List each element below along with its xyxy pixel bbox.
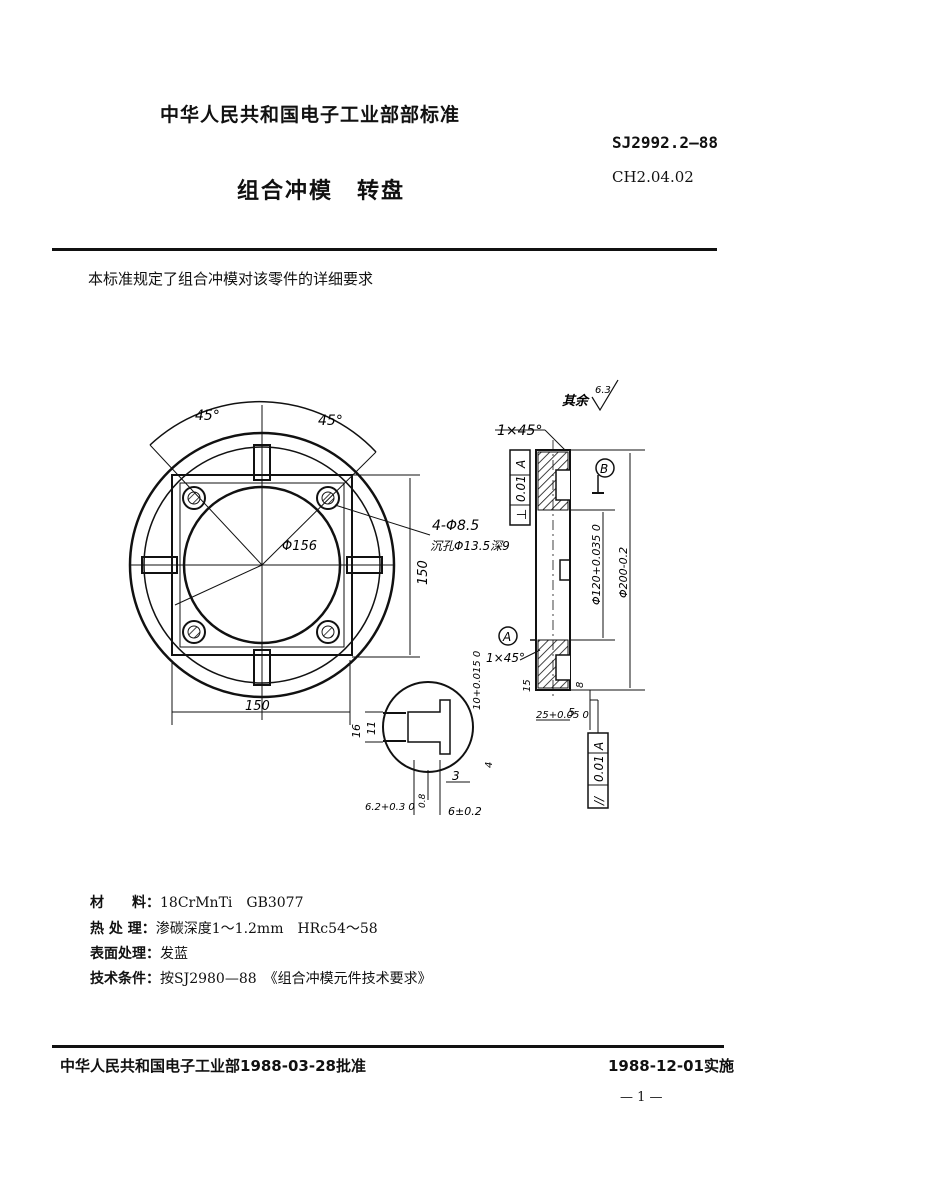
dim-6-2-label: 6.2+0.3 0 xyxy=(365,802,415,813)
spec-surface-label: 表面处理： xyxy=(90,946,160,962)
dim-6-label: 6±0.2 xyxy=(448,805,482,818)
tolerance-frame-parallel: A 0.01 // xyxy=(587,732,609,809)
tol-perp-symbol: ⊥ xyxy=(515,509,530,520)
dim-3-label: 3 xyxy=(452,769,460,783)
spec-tech-label: 技术条件： xyxy=(90,971,160,987)
tol-par-value: 0.01 xyxy=(592,755,606,782)
effective-date: 1988-12-01实施 xyxy=(608,1057,734,1075)
mount-hole-2 xyxy=(316,486,340,510)
height-dim-label: 150 xyxy=(416,560,431,585)
dim-8-label: 8 xyxy=(575,682,586,688)
angle-left-label: 45° xyxy=(195,408,220,424)
spec-surface-treatment: 表面处理：发蓝 xyxy=(90,943,188,963)
mount-hole-1 xyxy=(182,486,206,510)
spec-heat-label: 热 处 理： xyxy=(90,921,156,937)
dim-0-8-label: 0.8 xyxy=(418,793,428,808)
technical-drawing: 45° 45° 4-Φ8.5 沉孔Φ13.5深9 Φ156 150 150 其余… xyxy=(128,379,645,818)
classification-code: CH2.04.02 xyxy=(612,168,694,186)
chamfer-bottom-label: 1×45° xyxy=(486,651,525,665)
datum-b-label: B xyxy=(600,462,608,476)
top-rule xyxy=(52,248,717,251)
section-view xyxy=(495,429,645,733)
angle-right-label: 45° xyxy=(318,413,343,429)
dim-11-label: 11 xyxy=(365,721,378,735)
detail-view xyxy=(365,681,474,815)
dia-120-label: Φ120+0.035 0 xyxy=(590,524,603,605)
dim-5-label: 5 xyxy=(568,706,575,719)
dim-4-label: 4 xyxy=(484,762,495,768)
spec-technical-conditions: 技术条件：按SJ2980—88 《组合冲模元件技术要求》 xyxy=(90,968,432,988)
dim-10-label: 10+0.015 0 xyxy=(472,651,483,710)
intro-text: 本标准规定了组合冲模对该零件的详细要求 xyxy=(88,270,374,288)
tolerance-frame-perpendicular: A 0.01 ⊥ xyxy=(509,449,531,526)
hole-callout-1: 4-Φ8.5 xyxy=(432,518,479,534)
spec-material: 材 料：18CrMnTi GB3077 xyxy=(90,892,304,912)
roughness-value: 6.3 xyxy=(595,385,611,396)
datum-a-circle xyxy=(498,626,518,646)
document-title: 组合冲模 转盘 xyxy=(237,179,406,204)
tol-perp-value: 0.01 xyxy=(514,475,528,502)
mount-hole-4 xyxy=(316,620,340,644)
width-dim-label: 150 xyxy=(245,699,270,714)
dim-25-label: 25+0.05 0 xyxy=(536,710,589,721)
front-view xyxy=(128,400,431,725)
tol-par-symbol: // xyxy=(592,795,606,806)
datum-a-label: A xyxy=(502,630,511,644)
approval-note: 中华人民共和国电子工业部1988-03-28批准 xyxy=(60,1057,366,1075)
mount-hole-3 xyxy=(182,620,206,644)
spec-material-label: 材 料： xyxy=(90,895,160,911)
standard-number: SJ2992.2—88 xyxy=(612,133,718,152)
dim-16-label: 16 xyxy=(350,724,363,738)
spec-heat-treatment: 热 处 理：渗碳深度1～1.2mm HRc54～58 xyxy=(90,918,378,938)
datum-b-circle xyxy=(595,458,615,478)
inner-diameter-label: Φ156 xyxy=(282,539,317,554)
spec-heat-value: 渗碳深度1～1.2mm HRc54～58 xyxy=(155,921,378,937)
dim-15-label: 15 xyxy=(522,679,533,692)
roughness-symbol xyxy=(591,379,619,412)
page-number: — 1 — xyxy=(620,1090,663,1105)
roughness-note: 其余 xyxy=(562,393,590,409)
bottom-rule xyxy=(52,1045,724,1048)
ministry-title: 中华人民共和国电子工业部部标准 xyxy=(160,104,461,126)
chamfer-top-label: 1×45° xyxy=(497,423,542,439)
tol-par-datum: A xyxy=(592,742,606,751)
spec-tech-value: 按SJ2980—88 《组合冲模元件技术要求》 xyxy=(160,971,432,987)
hole-callout-2: 沉孔Φ13.5深9 xyxy=(430,539,510,553)
spec-surface-value: 发蓝 xyxy=(160,946,188,962)
spec-material-value: 18CrMnTi GB3077 xyxy=(160,895,304,911)
tol-perp-datum: A xyxy=(514,460,528,469)
dia-200-label: Φ200-0.2 xyxy=(617,547,630,598)
